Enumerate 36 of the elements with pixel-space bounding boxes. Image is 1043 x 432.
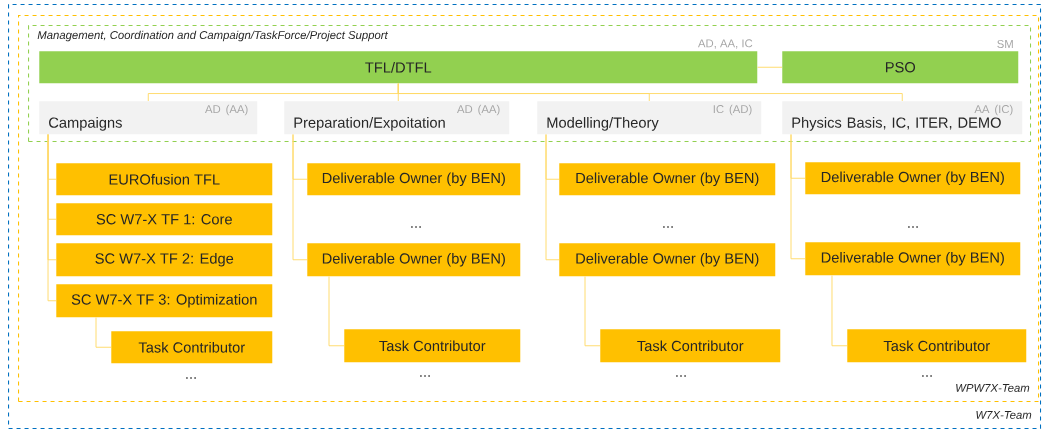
connector-line <box>95 317 112 348</box>
role-box: Deliverable Owner (by BEN) <box>559 243 776 277</box>
role-code: AD, AA, IC <box>697 39 753 49</box>
area-box: AD (AA) Campaigns <box>39 101 258 135</box>
ellipsis: ... <box>186 377 196 379</box>
connector-line <box>328 276 345 347</box>
role-box: Deliverable Owner (by BEN) <box>307 243 521 277</box>
connector-line <box>47 134 57 302</box>
ellipsis: ... <box>411 226 421 228</box>
connector-line <box>757 66 783 68</box>
area-box: AD (AA) Preparation/Expoitation <box>284 101 510 135</box>
role-box: Deliverable Owner (by BEN) <box>805 242 1021 276</box>
role-box: Deliverable Owner (by BEN) <box>559 163 776 196</box>
connector-line <box>292 134 308 261</box>
role-box: Task Contributor <box>847 329 1027 363</box>
role-box: Deliverable Owner (by BEN) <box>307 163 521 196</box>
area-box: AA (IC) Physics Basis, IC, ITER, DEMO <box>782 101 1023 135</box>
role-box: EUROfusion TFL <box>56 163 273 196</box>
role-box: SC W7-X TF 2: Edge <box>56 243 273 277</box>
ellipsis: ... <box>908 226 918 228</box>
connector-line <box>790 134 806 260</box>
connector-line <box>584 276 601 347</box>
role-box: Task Contributor <box>600 329 781 363</box>
connector-line <box>831 275 848 347</box>
role-bar: PSO <box>782 51 1019 84</box>
role-bar: TFL/DTFL <box>39 51 758 84</box>
role-box: Task Contributor <box>111 331 273 364</box>
connector-line <box>545 134 560 261</box>
role-box: Task Contributor <box>344 329 521 363</box>
role-code: SM <box>997 40 1013 48</box>
role-box: SC W7-X TF 3: Optimization <box>56 284 273 318</box>
connector-line <box>397 83 903 102</box>
role-box: SC W7-X TF 1: Core <box>56 203 273 236</box>
area-box: IC (AD) Modelling/Theory <box>537 101 762 135</box>
ellipsis: ... <box>663 226 673 228</box>
role-box: Deliverable Owner (by BEN) <box>805 162 1021 195</box>
